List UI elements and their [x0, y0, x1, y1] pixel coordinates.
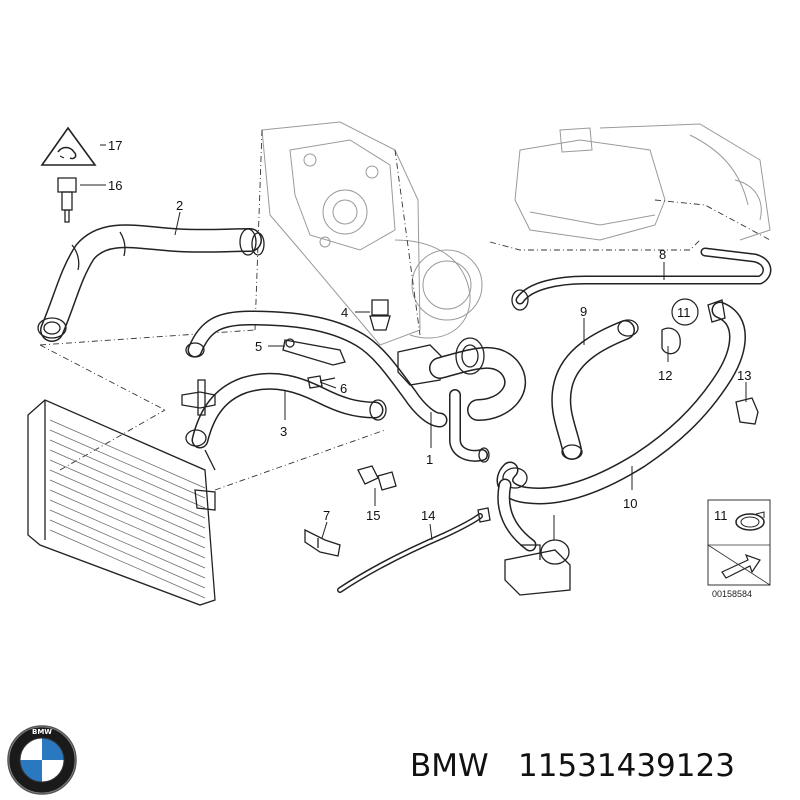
hose-10 [496, 301, 746, 552]
part-5-bracket [282, 338, 346, 366]
engine-block-ghost [261, 121, 483, 346]
assembly-guide-lines [39, 129, 771, 491]
callout-4: 4 [341, 305, 348, 320]
callout-6: 6 [340, 381, 347, 396]
part-11-clamp [707, 299, 726, 323]
hose-3 [185, 372, 387, 471]
part-6-bolt [307, 375, 336, 389]
callout-11-circle [671, 298, 699, 326]
callout-2: 2 [176, 198, 183, 213]
part-13-clip [735, 397, 759, 425]
callout-11: 11 [677, 305, 691, 320]
callout-16: 16 [108, 178, 122, 193]
callout-10: 10 [623, 496, 637, 511]
callout-7: 7 [323, 508, 330, 523]
hose-8 [511, 247, 772, 311]
callout-1: 1 [426, 452, 433, 467]
callout-12: 12 [658, 368, 672, 383]
hose-upper-bypass [185, 310, 448, 428]
bmw-logo: BMW [7, 725, 77, 795]
t-connector [181, 379, 216, 416]
callout-9: 9 [580, 304, 587, 319]
callout-14: 14 [421, 508, 435, 523]
part-16-sensor [57, 177, 77, 223]
thermostat-housing-1 [397, 337, 527, 463]
inset-detail: 11 00158584 [707, 499, 771, 599]
callout-15: 15 [366, 508, 380, 523]
part-14-cable-tie [337, 507, 491, 593]
hose-2 [37, 224, 265, 342]
inset-callout-11: 11 [714, 508, 728, 523]
part-7-holder [304, 528, 341, 557]
part-4-plug [369, 299, 391, 331]
part-17-warning-label [40, 126, 97, 166]
part-12-clamp [661, 327, 681, 355]
leader-lines [80, 144, 747, 541]
caption-part-number: 11531439123 [518, 748, 735, 784]
callout-8: 8 [659, 247, 666, 262]
aux-water-pump [504, 539, 571, 596]
hose-9 [551, 319, 639, 460]
logo-letters: BMW [32, 728, 52, 736]
expansion-tank-ghost [514, 123, 771, 241]
callout-5: 5 [255, 339, 262, 354]
inset-clamp-icon [735, 513, 765, 531]
callout-13: 13 [737, 368, 751, 383]
caption-brand: BMW [410, 748, 489, 784]
callout-3: 3 [280, 424, 287, 439]
drawing-number: 00158584 [712, 589, 752, 599]
part-15-clips [357, 465, 397, 491]
radiator [27, 399, 216, 606]
callout-17: 17 [108, 138, 122, 153]
